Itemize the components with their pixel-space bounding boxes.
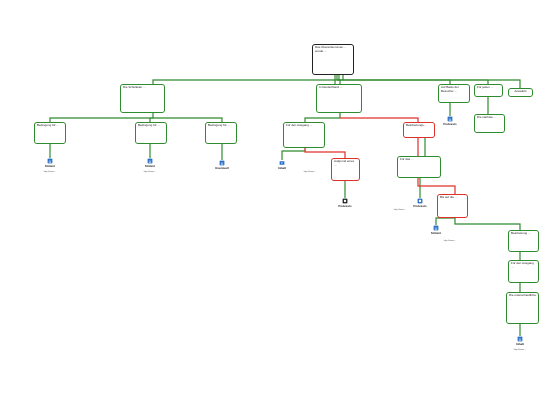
source-s3-title: Eventuell	[215, 166, 229, 170]
argument-c5[interactable]: Für den Ausgang ...	[508, 260, 539, 283]
source-s7[interactable]: Podcasts	[400, 198, 440, 208]
argument-b6[interactable]: Die nächste ...	[474, 114, 505, 133]
source-s9-title: Inhalt	[516, 342, 524, 346]
document-icon	[47, 158, 53, 164]
argument-b5-text: Bearbeitungs...	[406, 123, 427, 127]
argument-c2-text: Für das ...	[400, 157, 414, 161]
source-s5[interactable]: Inhalt	[262, 160, 302, 170]
argument-b3[interactable]: Bedingung für ...	[205, 122, 237, 144]
argument-a1[interactable]: Die Schulleiter ...	[120, 84, 165, 113]
source-s1[interactable]: Stimmt	[30, 158, 70, 168]
document-icon	[219, 160, 225, 166]
source-s4[interactable]: Podcasts	[430, 116, 470, 126]
argument-c4-text: Bearbeitung ...	[511, 231, 531, 235]
argument-c4[interactable]: Bearbeitung ...	[508, 230, 539, 252]
podcast-icon	[342, 198, 348, 204]
source-url-3[interactable]: http://www....	[303, 171, 317, 173]
source-url-5[interactable]: http://www....	[443, 240, 457, 242]
source-s2-title: Stimmt	[144, 164, 156, 168]
argument-c5-text: Für den Ausgang ...	[511, 261, 534, 269]
source-url-6[interactable]: http://www....	[513, 349, 527, 351]
argument-b3-text: Bedingung für ...	[208, 123, 231, 127]
argument-b6-text: Die nächste ...	[477, 115, 497, 119]
argument-b4-text: Für den Ausgang ...	[286, 123, 313, 127]
argument-a5-text: Auswärts	[514, 89, 527, 93]
document-icon	[517, 336, 523, 342]
source-s4-title: Podcasts	[443, 122, 457, 126]
argument-c1-text: Aufgrund eines ...	[334, 159, 355, 167]
root-claim-text: Das Übereinkommen... wurde ...	[315, 45, 346, 53]
source-s1-title: Stimmt	[44, 164, 56, 168]
argument-b2-text: Bedingung für ...	[138, 123, 161, 127]
document-icon	[447, 116, 453, 122]
source-s6[interactable]: Podcasts	[325, 198, 365, 208]
argument-c2[interactable]: Für das ...	[397, 156, 441, 178]
source-s7-title: Podcasts	[413, 204, 427, 208]
source-s2[interactable]: Stimmt	[130, 158, 170, 168]
document-icon	[147, 158, 153, 164]
argument-a5[interactable]: Auswärts	[508, 88, 533, 97]
source-s5-title: Inhalt	[278, 166, 286, 170]
argument-a4-text: Für jeden ...	[477, 85, 494, 89]
source-s8[interactable]: Stimmt	[416, 225, 456, 235]
argument-b1[interactable]: Bedingung für ...	[34, 122, 66, 144]
document-icon	[433, 225, 439, 231]
argument-a3-text: Auf Basis der Besucher ...	[441, 85, 459, 93]
podcast-icon	[417, 198, 423, 204]
source-s9[interactable]: Inhalt	[500, 336, 540, 346]
argument-a3[interactable]: Auf Basis der Besucher ...	[438, 84, 470, 103]
source-s8-title: Stimmt	[430, 231, 442, 235]
argument-c3[interactable]: Bis auf die ...	[437, 194, 468, 218]
root-claim[interactable]: Das Übereinkommen... wurde ...	[312, 44, 354, 75]
argument-b5[interactable]: Bearbeitungs...	[403, 122, 435, 138]
argument-c3-text: Bis auf die ...	[440, 195, 458, 199]
source-s6-title: Podcasts	[338, 204, 352, 208]
argument-a4[interactable]: Für jeden ...	[474, 84, 503, 97]
source-url-2[interactable]: http://www....	[143, 171, 157, 173]
source-url-4[interactable]: http://www....	[393, 209, 407, 211]
argument-c1[interactable]: Aufgrund eines ...	[331, 158, 360, 181]
argument-a2-text: In Deutschland ...	[319, 85, 343, 89]
argument-b1-text: Bedingung für ...	[37, 123, 60, 127]
argument-a2[interactable]: In Deutschland ...	[316, 84, 362, 113]
source-s3[interactable]: Eventuell	[202, 160, 242, 170]
argument-b4[interactable]: Für den Ausgang ...	[283, 122, 325, 148]
video-icon	[279, 161, 285, 165]
argument-b2[interactable]: Bedingung für ...	[135, 122, 167, 144]
source-url-1[interactable]: http://www....	[43, 171, 57, 173]
argument-a1-text: Die Schulleiter ...	[123, 85, 146, 89]
argument-c6[interactable]: Die unterschiedliche ...	[506, 292, 539, 324]
argument-c6-text: Die unterschiedliche ...	[509, 293, 537, 301]
